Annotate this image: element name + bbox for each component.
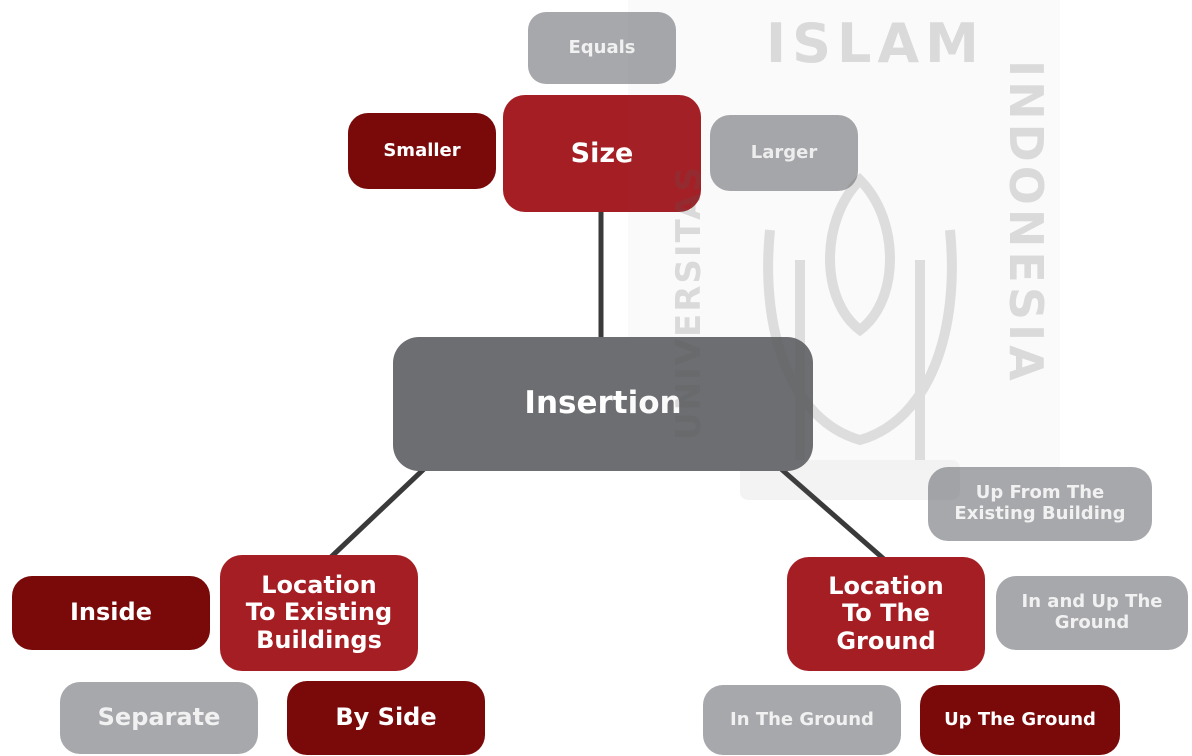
inside-node: Inside [12, 576, 210, 650]
existing-line-3: Buildings [256, 625, 382, 654]
location-ground-node: Location To The Ground [787, 557, 985, 671]
inside-label: Inside [70, 598, 152, 627]
up-the-ground-node: Up The Ground [920, 685, 1120, 755]
in-the-ground-label: In The Ground [730, 708, 874, 730]
larger-label: Larger [750, 141, 818, 163]
separate-node: Separate [60, 682, 258, 754]
connector-existing [328, 466, 427, 560]
by-side-node: By Side [287, 681, 485, 755]
existing-line-2: To Existing [245, 598, 393, 627]
existing-buildings-node: Location To Existing Buildings [220, 555, 418, 671]
in-and-up-line-2: Ground [1054, 612, 1130, 633]
equals-node: Equals [528, 12, 676, 84]
insertion-label: Insertion [524, 385, 682, 422]
in-and-up-node: In and Up The Ground [996, 576, 1188, 650]
ground-line-3: Ground [836, 626, 936, 655]
size-label: Size [570, 137, 634, 169]
insertion-node: Insertion [393, 337, 813, 471]
existing-line-1: Location [261, 570, 377, 599]
ground-line-2: To The [842, 599, 930, 628]
connector-ground [778, 466, 887, 562]
up-from-existing-node: Up From The Existing Building [928, 467, 1152, 541]
in-the-ground-node: In The Ground [703, 685, 901, 755]
up-from-line-2: Existing Building [954, 503, 1126, 524]
separate-label: Separate [97, 703, 221, 732]
up-the-ground-label: Up The Ground [944, 708, 1096, 730]
smaller-label: Smaller [383, 139, 461, 161]
by-side-label: By Side [335, 703, 437, 732]
in-and-up-line-1: In and Up The [1021, 591, 1163, 613]
smaller-node: Smaller [348, 113, 496, 189]
equals-label: Equals [568, 36, 636, 58]
up-from-line-1: Up From The [975, 482, 1105, 504]
ground-line-1: Location [828, 571, 944, 600]
size-node: Size [503, 95, 701, 212]
larger-node: Larger [710, 115, 858, 191]
